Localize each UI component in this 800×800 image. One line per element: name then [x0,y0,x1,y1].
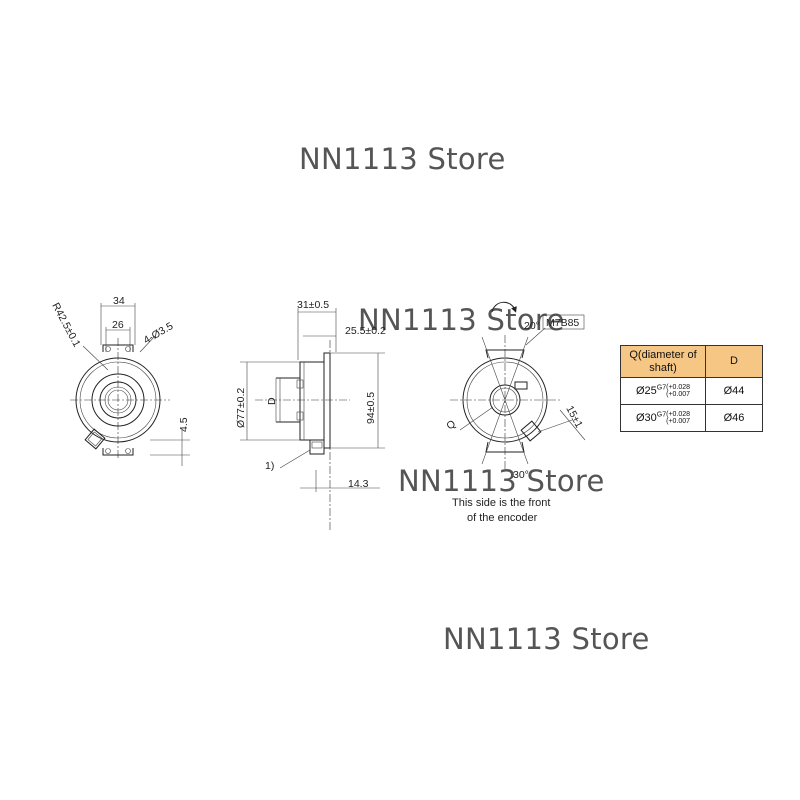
table-header-d: D [705,345,763,378]
caption-line-2: of the encoder [467,512,538,524]
dia-77: Ø77±0.2 [235,388,247,428]
angle-top: 20° [524,320,540,332]
table-row: Ø30G7(+0.028(+0.007 Ø46 [620,404,763,432]
dim-25-5: 25.5±0.2 [345,325,386,337]
watermark-bottom: NN1113 Store [443,622,650,656]
radius-label: R42.5±0.1 [49,301,82,349]
dim-94: 94±0.5 [365,392,377,424]
label-q: Q [444,418,458,432]
holes-label: 4-Ø3.5 [142,320,176,347]
table-header-q: Q(diameter of shaft) [620,345,706,378]
label-d: D [266,397,278,405]
shaft-diameter-table: Q(diameter of shaft) D Ø25G7(+0.028(+0.0… [620,345,763,432]
dim-14-3: 14.3 [348,478,369,490]
screw-callout-box [542,314,585,330]
dim-4-5: 4.5 [178,417,190,432]
dim-15: 15±1 [563,404,585,430]
table-cell-d: Ø46 [705,404,763,432]
caption-line-1: This side is the front [452,497,550,509]
dim-34: 34 [113,295,125,307]
note-1: 1) [265,460,274,472]
watermark-mid-lower: NN1113 Store [398,464,605,498]
screw-label: M7B85 [546,317,579,329]
side-view [240,308,385,530]
dim-31: 31±0.5 [297,299,329,311]
table-cell-d: Ø44 [705,377,763,405]
table-cell-q: Ø30G7(+0.028(+0.007 [620,404,706,432]
watermark-mid-upper: NN1113 Store [358,303,565,337]
back-view [70,303,190,466]
dim-26: 26 [112,319,124,331]
watermark-top: NN1113 Store [299,142,506,176]
angle-bottom: 30° [513,469,529,481]
front-view [450,301,586,470]
table-row: Ø25G7(+0.028(+0.007 Ø44 [620,377,763,405]
table-cell-q: Ø25G7(+0.028(+0.007 [620,377,706,405]
